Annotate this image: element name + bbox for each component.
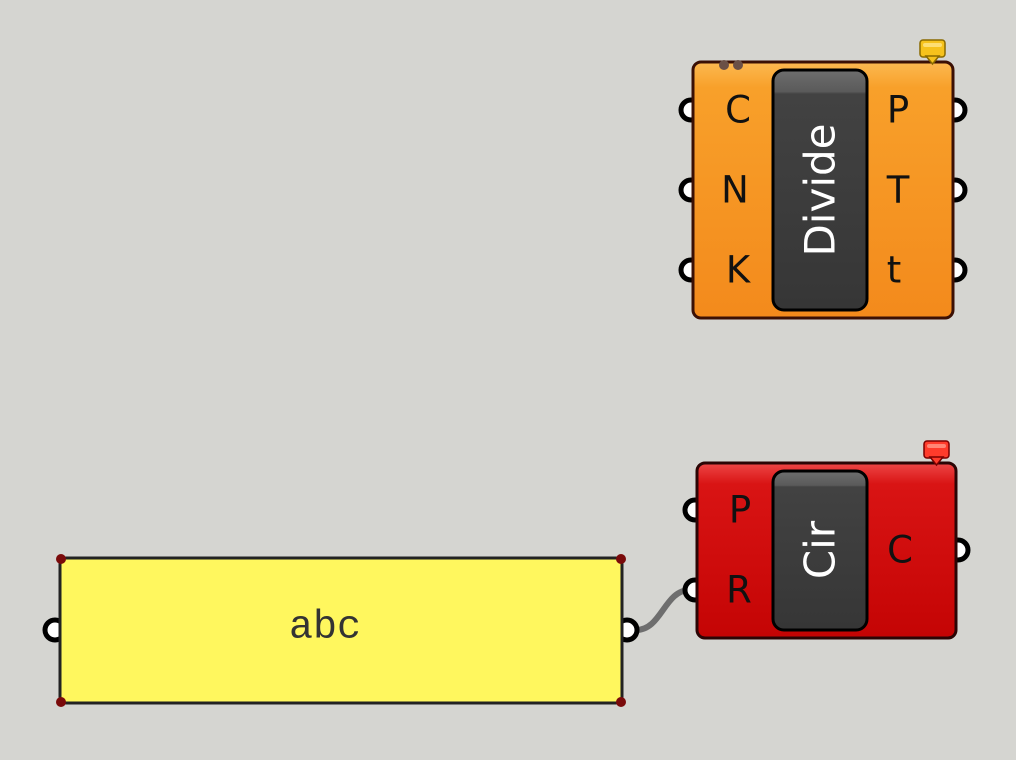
divide-preview-dot	[719, 60, 729, 70]
circle-input-label-p[interactable]: P	[729, 489, 751, 532]
divide-name-plate[interactable]	[771, 68, 869, 312]
divide-output-label-t-lower[interactable]: t	[887, 249, 902, 292]
panel-corner-handle	[616, 697, 626, 707]
panel-corner-handle	[616, 554, 626, 564]
text-panel[interactable]: abc	[42, 554, 640, 707]
divide-output-label-p[interactable]: P	[887, 89, 909, 132]
circle-component[interactable]: P R Cir C	[682, 440, 971, 640]
divide-input-label-n[interactable]: N	[721, 169, 749, 212]
divide-component[interactable]: C N K Divide P T t	[678, 39, 968, 320]
divide-input-label-c[interactable]: C	[725, 89, 751, 132]
error-balloon-icon[interactable]	[923, 440, 950, 467]
circle-input-label-r[interactable]: R	[726, 569, 752, 612]
circle-title: Cir	[796, 520, 845, 579]
divide-input-label-k[interactable]: K	[726, 249, 752, 292]
panel-body[interactable]	[58, 556, 624, 705]
panel-text: abc	[289, 606, 361, 651]
panel-corner-handle	[56, 697, 66, 707]
warning-balloon-icon[interactable]	[919, 39, 946, 66]
divide-output-label-t-upper[interactable]: T	[886, 169, 910, 212]
panel-corner-handle	[56, 554, 66, 564]
circle-name-plate[interactable]	[771, 469, 869, 632]
circle-output-label-c[interactable]: C	[887, 529, 913, 572]
divide-title: Divide	[796, 123, 845, 256]
divide-preview-dot	[733, 60, 743, 70]
